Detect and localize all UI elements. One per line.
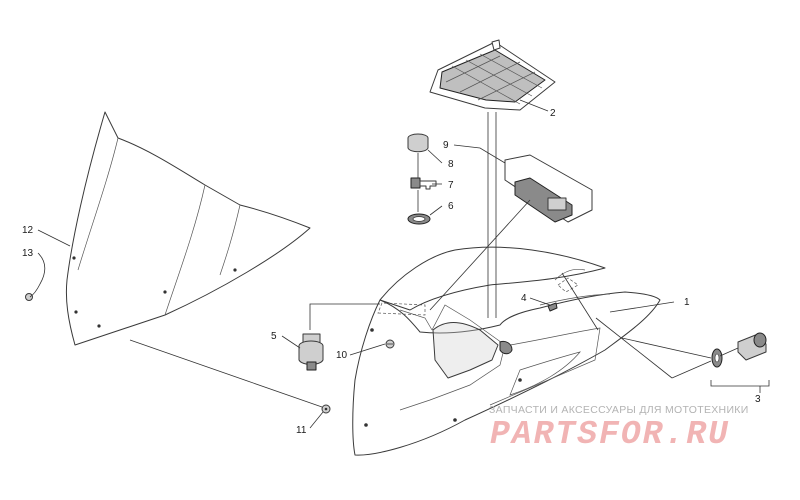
callout-1: 1 <box>684 297 690 308</box>
windshield-screw <box>25 293 33 301</box>
callout-8: 8 <box>448 159 454 170</box>
callout-2: 2 <box>550 108 556 119</box>
power-socket <box>711 332 767 368</box>
ignition-ring <box>407 213 431 225</box>
callout-5: 5 <box>271 331 277 342</box>
callout-9: 9 <box>443 140 449 151</box>
callout-13: 13 <box>22 248 34 259</box>
leader-lines <box>29 99 770 429</box>
callout-4: 4 <box>521 293 527 304</box>
windshield <box>65 111 311 346</box>
storage-net <box>429 39 556 111</box>
pressure-switch <box>298 333 324 371</box>
callout-12: 12 <box>22 225 34 236</box>
electronic-module <box>504 154 593 223</box>
ignition-key <box>410 177 437 190</box>
fairing-nut <box>321 404 331 414</box>
watermark-logo: PARTSFOR.RU <box>490 416 730 453</box>
bracket-clip <box>547 277 579 312</box>
callout-3: 3 <box>755 394 761 405</box>
callout-labels: 1 2 3 4 5 6 7 8 9 10 11 12 13 <box>22 108 761 436</box>
callout-6: 6 <box>448 201 454 212</box>
callout-7: 7 <box>448 180 454 191</box>
watermark-tagline: ЗАПЧАСТИ И АКСЕССУАРЫ ДЛЯ МОТОТЕХНИКИ <box>489 404 749 416</box>
fairing-screw <box>385 339 395 349</box>
callout-11: 11 <box>296 425 307 436</box>
ignition-cap <box>407 133 429 153</box>
callout-10: 10 <box>336 350 348 361</box>
